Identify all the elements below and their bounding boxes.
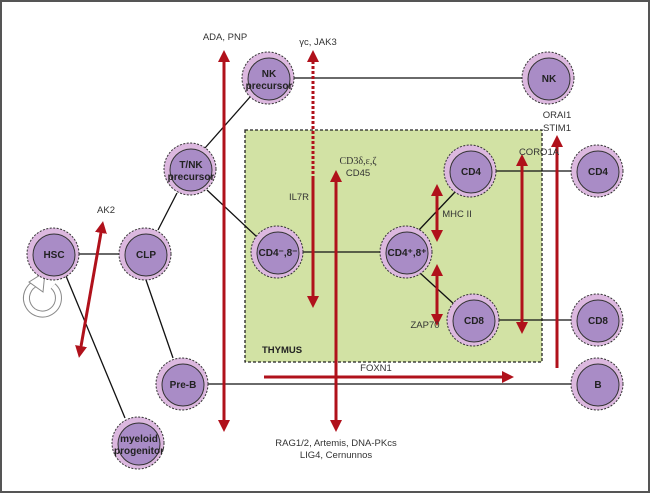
label-orai1: ORAI1: [543, 110, 572, 121]
label-zap70: ZAP70: [410, 320, 439, 331]
cell-preb: Pre-B: [155, 357, 209, 411]
cell-nucleus: [449, 150, 493, 194]
cell-b: B: [570, 357, 624, 411]
cell-nucleus: [32, 233, 76, 277]
cell-nucleus: [247, 57, 291, 101]
label-rag: RAG1/2, Artemis, DNA-PKcs: [275, 438, 397, 449]
cell-label: CLP: [136, 250, 156, 261]
label-foxn1: FOXN1: [360, 363, 392, 374]
cell-label: NK: [262, 69, 277, 80]
gene-labels: ADA, PNP γc, JAK3 IL7R CD3δ,ε,ζ CD45 MHC…: [97, 32, 571, 461]
label-cd3: CD3δ,ε,ζ: [340, 156, 377, 167]
cell-label: CD4: [461, 167, 481, 178]
cell-nucleus: [124, 233, 168, 277]
cell-nucleus: [576, 150, 620, 194]
cell-label: CD8: [588, 316, 608, 327]
label-coro1a: CORO1A: [519, 147, 560, 158]
label-cd45: CD45: [346, 168, 370, 179]
cell-nucleus: [169, 148, 213, 192]
cell-label: T/NK: [179, 160, 203, 171]
label-jak3: γc, JAK3: [299, 37, 337, 48]
cell-label: CD4⁻,8⁻: [259, 248, 298, 259]
cell-nucleus: [527, 57, 571, 101]
cell-label: Pre-B: [170, 380, 197, 391]
label-lig4: LIG4, Cernunnos: [300, 450, 373, 461]
cell-nucleus: [576, 299, 620, 343]
cell-dp: CD4⁺,8⁺: [379, 225, 433, 279]
cell-label: precursor: [246, 81, 293, 92]
label-mhc2: MHC II: [442, 209, 472, 220]
cell-label: B: [594, 380, 601, 391]
label-il7r: IL7R: [289, 192, 309, 203]
thymus-label: THYMUS: [262, 345, 302, 356]
cell-cd4: CD4: [443, 144, 497, 198]
cell-nucleus: [161, 363, 205, 407]
cell-label: CD4⁺,8⁺: [388, 248, 427, 259]
arrow-ak2: [75, 221, 107, 358]
cell-nucleus: [385, 231, 429, 275]
cell-label: progenitor: [114, 446, 164, 457]
label-ak2: AK2: [97, 205, 115, 216]
label-ada-pnp: ADA, PNP: [203, 32, 247, 43]
cell-label: NK: [542, 74, 557, 85]
cell-cd4-out: CD4: [570, 144, 624, 198]
cell-label: precursor: [168, 172, 215, 183]
cell-label: HSC: [43, 250, 64, 261]
link-tnk-dn: [206, 189, 258, 238]
cell-cd8-out: CD8: [570, 293, 624, 347]
cell-nucleus: [256, 231, 300, 275]
cell-nucleus: [576, 363, 620, 407]
cell-nucleus: [117, 422, 161, 466]
cell-label: myeloid: [120, 434, 158, 445]
link-clp-tnk: [157, 192, 178, 231]
cell-clp: CLP: [118, 227, 172, 281]
cell-label: CD4: [588, 167, 608, 178]
gene-block-arrows: [75, 50, 563, 432]
cell-nucleus: [452, 299, 496, 343]
cell-nk: NK: [521, 51, 575, 105]
cell-dn: CD4⁻,8⁻: [250, 225, 304, 279]
cell-cd8: CD8: [446, 293, 500, 347]
link-clp-preb: [145, 279, 174, 359]
cell-label: CD8: [464, 316, 484, 327]
cell-hsc: HSC: [26, 227, 80, 281]
label-stim1: STIM1: [543, 123, 571, 134]
